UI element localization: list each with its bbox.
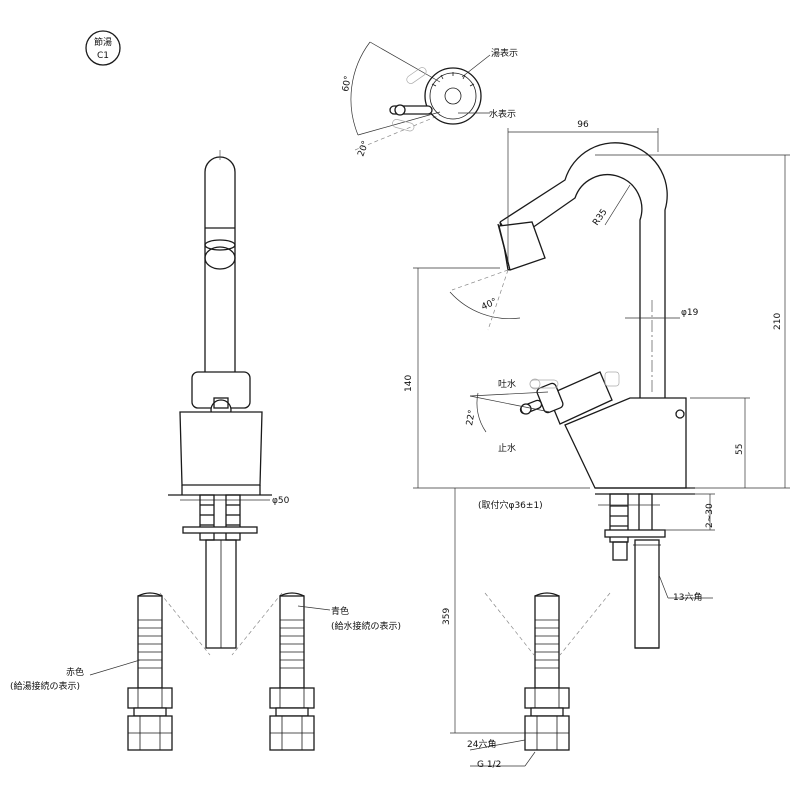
red-color-note: (給湯接続の表示) — [10, 680, 80, 692]
mount-hole-label: (取付穴φ36±1) — [478, 499, 543, 511]
length-359-label: 359 — [442, 608, 452, 625]
side-view: 40° 22° 吐水 止水 — [449, 142, 695, 649]
cold-indicator-label: 水表示 — [489, 108, 516, 120]
counter-thickness-label: 2~30 — [705, 503, 715, 528]
thread-label: G 1/2 — [477, 760, 501, 770]
side-dimensions: 96 210 R35 φ19 140 55 (取付穴φ36±1) 2~30 13… — [404, 120, 790, 770]
angle-60-label: 60° — [341, 75, 354, 92]
body-height-label: 55 — [735, 444, 745, 455]
hex13-label: 13六角 — [673, 591, 702, 603]
spout-angle-label: 40° — [480, 297, 499, 313]
outlet-label: 吐水 — [498, 378, 516, 390]
red-color-title: 赤色 — [66, 666, 84, 678]
badge-line2: C1 — [97, 51, 109, 61]
front-view: φ50 — [159, 156, 290, 656]
hex24-label: 24六角 — [467, 738, 496, 750]
blue-color-title: 青色 — [331, 605, 349, 617]
pipe-diameter-label: φ19 — [681, 308, 699, 318]
stop-label: 止水 — [498, 442, 516, 454]
spout-height-label: 140 — [404, 375, 414, 392]
badge-line1: 節湯 — [94, 36, 112, 48]
angle-20-label: 20° — [356, 140, 371, 158]
width-96-label: 96 — [577, 120, 589, 130]
hot-hose — [127, 592, 173, 751]
cold-hose — [269, 592, 315, 751]
water-saving-badge: 節湯 C1 — [85, 30, 121, 66]
blue-color-note: (給水接続の表示) — [331, 620, 401, 632]
lever-angle-label: 22° — [465, 409, 478, 426]
side-hose — [484, 592, 611, 751]
hot-indicator-label: 湯表示 — [491, 47, 518, 59]
base-diameter-label: φ50 — [272, 496, 290, 506]
lever-angle-detail: 湯表示 水表示 60° 20° — [341, 41, 518, 158]
height-210-label: 210 — [773, 313, 783, 330]
radius-label: R35 — [591, 207, 609, 227]
